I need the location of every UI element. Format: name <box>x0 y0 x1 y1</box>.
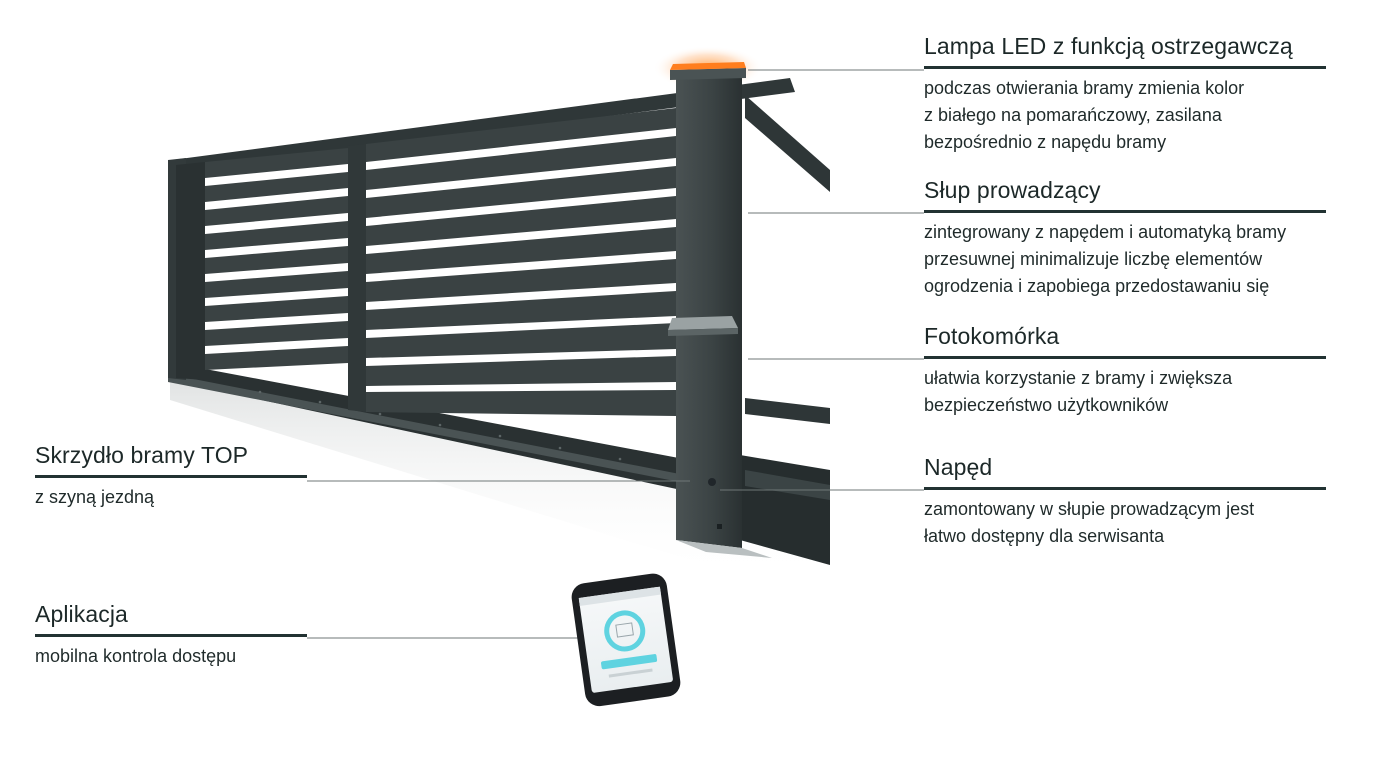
callout-description: podczas otwierania bramy zmienia kolor z… <box>924 75 1326 156</box>
callout-gate-leaf: Skrzydło bramy TOP z szyną jezdną <box>35 441 307 511</box>
smartphone-icon <box>571 573 681 707</box>
callout-photocell: Fotokomórka ułatwia korzystanie z bramy … <box>924 322 1326 419</box>
gate-support-frame <box>740 95 830 565</box>
description-line: ogrodzenia i zapobiega przedostawaniu si… <box>924 276 1270 296</box>
callout-title: Fotokomórka <box>924 323 1060 349</box>
description-line: bezpieczeństwo użytkowników <box>924 395 1169 415</box>
callout-description: z szyną jezdną <box>35 484 307 511</box>
callout-title: Aplikacja <box>35 601 128 627</box>
callout-title: Napęd <box>924 454 993 480</box>
callout-rule <box>35 634 307 637</box>
callout-rule <box>924 356 1326 359</box>
callout-rule <box>924 210 1326 213</box>
description-line: z białego na pomarańczowy, zasilana <box>924 105 1222 125</box>
callout-guide-post: Słup prowadzący zintegrowany z napędem i… <box>924 176 1326 300</box>
description-line: ułatwia korzystanie z bramy i zwiększa <box>924 368 1233 388</box>
description-line: z szyną jezdną <box>35 487 155 507</box>
gate-slats-right <box>366 108 676 416</box>
leader-lines <box>307 69 924 639</box>
description-line: bezpośrednio z napędu bramy <box>924 132 1167 152</box>
callout-description: zintegrowany z napędem i automatyką bram… <box>924 219 1326 300</box>
gate-slats-left <box>205 148 348 370</box>
callout-description: mobilna kontrola dostępu <box>35 643 307 670</box>
callout-title: Lampa LED z funkcją ostrzegawczą <box>924 33 1293 59</box>
callout-description: ułatwia korzystanie z bramy i zwiększa b… <box>924 365 1326 419</box>
callout-description: zamontowany w słupie prowadzącym jest ła… <box>924 496 1326 550</box>
description-line: zamontowany w słupie prowadzącym jest <box>924 499 1255 519</box>
callout-title: Skrzydło bramy TOP <box>35 442 249 468</box>
callout-rule <box>35 475 307 478</box>
description-line: mobilna kontrola dostępu <box>35 646 237 666</box>
description-line: podczas otwierania bramy zmienia kolor <box>924 78 1245 98</box>
callout-title: Słup prowadzący <box>924 177 1101 203</box>
description-line: zintegrowany z napędem i automatyką bram… <box>924 222 1287 242</box>
callout-led-lamp: Lampa LED z funkcją ostrzegawczą podczas… <box>924 32 1326 156</box>
description-line: przesuwnej minimalizuje liczbę elementów <box>924 249 1263 269</box>
photocell-icon <box>668 316 738 330</box>
callout-rule <box>924 66 1326 69</box>
gate-top-rail <box>172 78 795 172</box>
callout-rule <box>924 487 1326 490</box>
callout-app: Aplikacja mobilna kontrola dostępu <box>35 600 307 670</box>
guide-post <box>668 62 772 558</box>
description-line: łatwo dostępny dla serwisanta <box>924 526 1165 546</box>
callout-drive: Napęd zamontowany w słupie prowadzącym j… <box>924 453 1326 550</box>
